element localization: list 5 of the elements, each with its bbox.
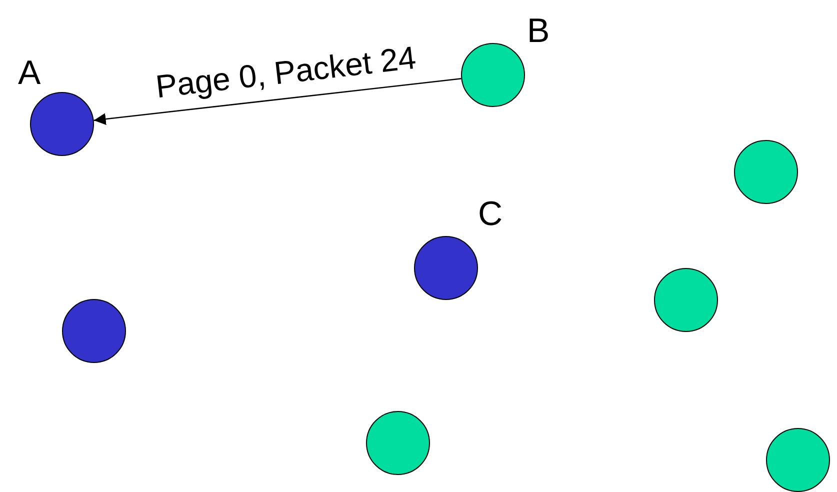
node-label: A — [18, 56, 41, 90]
node-label: B — [527, 14, 550, 48]
edge-label: Page 0, Packet 24 — [152, 40, 418, 102]
arrow — [94, 78, 462, 125]
node-label: C — [478, 197, 503, 231]
